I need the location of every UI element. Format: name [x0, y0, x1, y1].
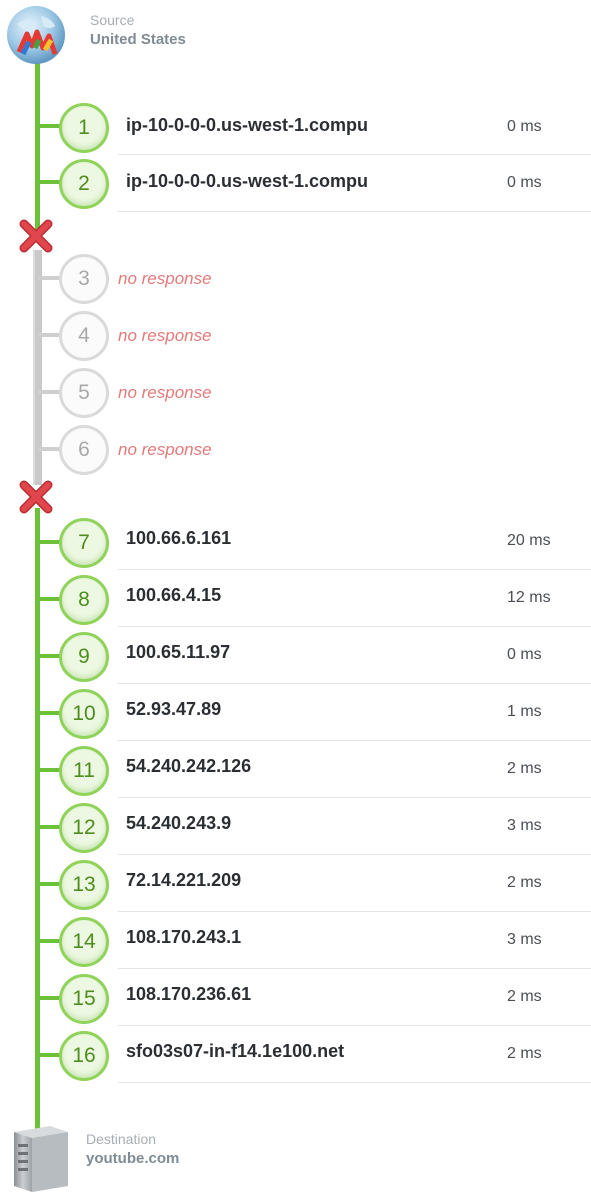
- destination-label: Destination: [86, 1131, 157, 1147]
- hop-host[interactable]: 100.66.4.15: [126, 585, 222, 605]
- hop-connector: [38, 597, 62, 601]
- hop-connector: [38, 276, 60, 280]
- destination-server-icon: [10, 1122, 72, 1194]
- hop-number-badge: 13: [59, 860, 109, 910]
- hop-latency: 2 ms: [507, 874, 542, 891]
- hop-number-badge: 11: [59, 746, 109, 796]
- hop-host[interactable]: 72.14.221.209: [126, 870, 242, 890]
- hop-number-badge: 1: [59, 103, 109, 153]
- hop-latency: 2 ms: [507, 760, 542, 777]
- hop-number-badge: 2: [59, 159, 109, 209]
- row-divider: [118, 911, 591, 912]
- hop-latency: 0 ms: [507, 174, 542, 191]
- row-divider: [118, 854, 591, 855]
- route-line-segment-lost: [33, 250, 42, 485]
- row-divider: [118, 1082, 591, 1083]
- hop-connector: [38, 1053, 62, 1057]
- source-globe-icon: [5, 4, 67, 66]
- hop-connector: [38, 996, 62, 1000]
- hop-latency: 2 ms: [507, 988, 542, 1005]
- hop-host[interactable]: 54.240.243.9: [126, 813, 232, 833]
- no-response-label: no response: [118, 383, 212, 402]
- no-response-label: no response: [118, 269, 212, 288]
- hop-host[interactable]: 100.66.6.161: [126, 528, 232, 548]
- source-location: United States: [90, 31, 186, 48]
- hop-latency: 2 ms: [507, 1045, 542, 1062]
- hop-number-badge: 12: [59, 803, 109, 853]
- hop-latency: 0 ms: [507, 646, 542, 663]
- hop-connector: [38, 447, 60, 451]
- hop-connector: [38, 124, 62, 128]
- hop-connector: [38, 825, 62, 829]
- no-response-label: no response: [118, 440, 212, 459]
- row-divider: [118, 968, 591, 969]
- hop-number-badge: 3: [59, 254, 109, 304]
- route-failure-x-icon: [18, 479, 54, 515]
- hop-number-badge: 5: [59, 368, 109, 418]
- row-divider: [118, 211, 591, 212]
- hop-connector: [38, 939, 62, 943]
- route-failure-x-icon: [18, 218, 54, 254]
- hop-host[interactable]: 54.240.242.126: [126, 756, 252, 776]
- hop-latency: 3 ms: [507, 817, 542, 834]
- hop-host[interactable]: 100.65.11.97: [126, 642, 231, 662]
- hop-connector: [38, 390, 60, 394]
- row-divider: [118, 626, 591, 627]
- source-label: Source: [90, 12, 135, 28]
- hop-number-badge: 8: [59, 575, 109, 625]
- hop-latency: 12 ms: [507, 589, 551, 606]
- no-response-label: no response: [118, 326, 212, 345]
- hop-number-badge: 9: [59, 632, 109, 682]
- hop-connector: [38, 711, 62, 715]
- hop-number-badge: 7: [59, 518, 109, 568]
- hop-host[interactable]: 52.93.47.89: [126, 699, 222, 719]
- hop-number-badge: 16: [59, 1031, 109, 1081]
- row-divider: [118, 797, 591, 798]
- hop-number-badge: 14: [59, 917, 109, 967]
- hop-host[interactable]: ip-10-0-0-0.us-west-1.compu: [126, 171, 369, 191]
- hop-connector: [38, 654, 62, 658]
- hop-latency: 0 ms: [507, 118, 542, 135]
- hop-connector: [38, 768, 62, 772]
- hop-connector: [38, 540, 62, 544]
- hop-number-badge: 6: [59, 425, 109, 475]
- hop-host[interactable]: 108.170.236.61: [126, 984, 252, 1004]
- hop-number-badge: 4: [59, 311, 109, 361]
- hop-latency: 1 ms: [507, 703, 542, 720]
- hop-host[interactable]: ip-10-0-0-0.us-west-1.compu: [126, 115, 369, 135]
- row-divider: [118, 1025, 591, 1026]
- destination-host: youtube.com: [86, 1150, 180, 1167]
- hop-host[interactable]: 108.170.243.1: [126, 927, 242, 947]
- hop-number-badge: 10: [59, 689, 109, 739]
- route-line-segment-2: [35, 508, 40, 1138]
- row-divider: [118, 740, 591, 741]
- hop-number-badge: 15: [59, 974, 109, 1024]
- route-line-segment-1: [35, 60, 40, 230]
- row-divider: [118, 569, 591, 570]
- hop-connector: [38, 882, 62, 886]
- hop-connector: [38, 180, 62, 184]
- hop-latency: 3 ms: [507, 931, 542, 948]
- row-divider: [118, 154, 591, 155]
- row-divider: [118, 683, 591, 684]
- hop-host[interactable]: sfo03s07-in-f14.1e100.net: [126, 1041, 345, 1061]
- hop-connector: [38, 333, 60, 337]
- hop-latency: 20 ms: [507, 532, 551, 549]
